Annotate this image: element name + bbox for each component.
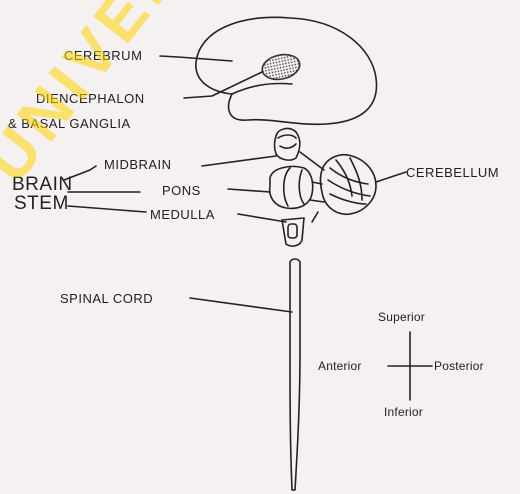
inferior-label: Inferior — [384, 405, 423, 419]
midbrain-leader — [202, 156, 276, 166]
posterior-label: Posterior — [434, 359, 484, 373]
stem-label: STEM — [14, 195, 69, 212]
spinal-cord-leader — [190, 298, 292, 312]
cerebrum-inner-contour — [232, 83, 292, 94]
brain-stem-leader-medulla — [68, 206, 146, 212]
cerebellum-label: CEREBELLUM — [406, 165, 499, 180]
medulla-label: MEDULLA — [150, 207, 215, 222]
diencephalon-leader — [184, 72, 262, 98]
pons-label: PONS — [162, 183, 201, 198]
pons-shape — [270, 166, 313, 208]
cerebellum-leader — [376, 172, 406, 182]
spinal-cord-label: SPINAL CORD — [60, 291, 153, 306]
medulla-leader — [238, 214, 286, 222]
diencephalon-shape — [260, 51, 302, 82]
superior-label: Superior — [378, 310, 425, 324]
anterior-label: Anterior — [318, 359, 362, 373]
pons-leader — [228, 189, 270, 192]
midbrain-label: MIDBRAIN — [104, 157, 172, 172]
spinal-cord-shape — [290, 259, 300, 490]
